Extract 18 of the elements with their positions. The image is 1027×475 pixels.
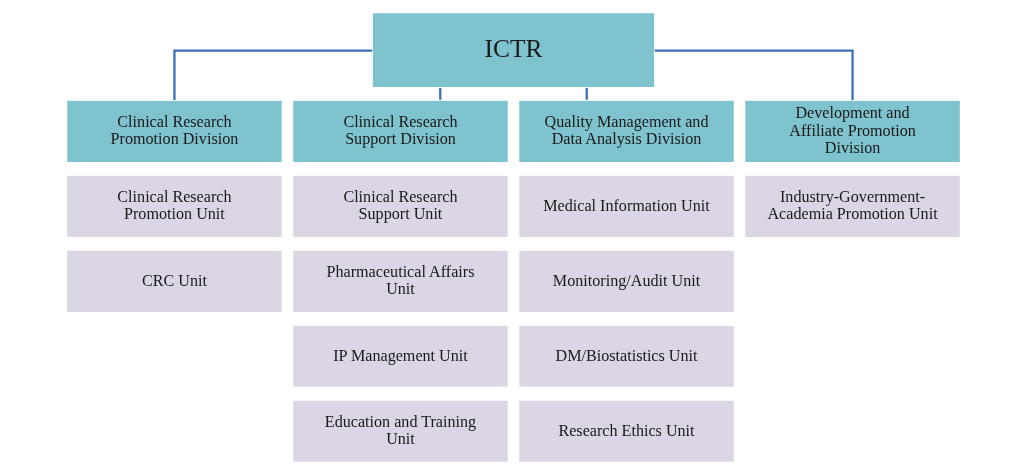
node-box: DM/Biostatistics Unit: [518, 324, 735, 388]
node-box: Clinical Research Promotion Division: [66, 99, 283, 164]
node-box: Industry-Government-Academia Promotion Unit: [744, 174, 961, 239]
node-box: Clinical Research Support Unit: [292, 174, 509, 239]
connector: [654, 49, 854, 100]
node-box: IP Management Unit: [292, 324, 509, 388]
node-box: Development and Affiliate Promotion Division: [744, 99, 961, 164]
node-box: Pharmaceutical Affairs Unit: [292, 249, 509, 314]
node-box: ICTR: [371, 12, 656, 89]
connector: [173, 49, 373, 100]
node-box: Clinical Research Promotion Unit: [66, 174, 283, 239]
node-box: Clinical Research Support Division: [292, 99, 509, 164]
node-box: Monitoring/Audit Unit: [518, 249, 735, 314]
node-box: CRC Unit: [66, 249, 283, 314]
node-box: Research Ethics Unit: [518, 399, 735, 463]
node-box: Education and Training Unit: [292, 399, 509, 463]
node-box: Quality Management and Data Analysis Division: [518, 99, 735, 164]
node-box: Medical Information Unit: [518, 174, 735, 239]
